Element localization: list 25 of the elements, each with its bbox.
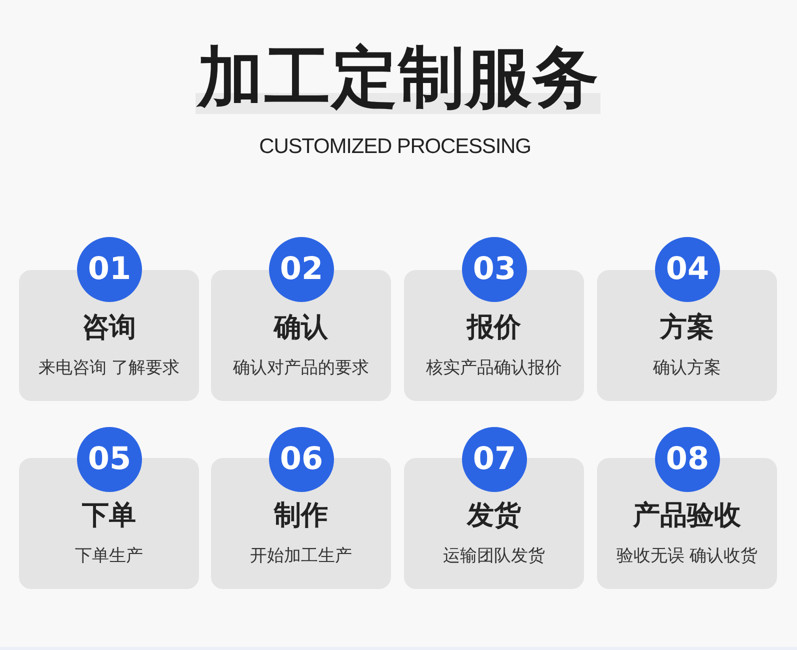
step-description: 运输团队发货 <box>443 545 545 567</box>
step-title: 报价 <box>467 312 521 344</box>
step-title: 下单 <box>82 500 136 532</box>
number-circle: 03 <box>462 237 527 302</box>
step-title: 方案 <box>660 312 714 344</box>
step-title: 确认 <box>274 312 328 344</box>
step-description: 核实产品确认报价 <box>426 357 562 379</box>
number-circle: 04 <box>655 237 720 302</box>
step-description: 来电咨询 了解要求 <box>38 357 180 379</box>
step-description: 开始加工生产 <box>250 545 352 567</box>
step-description: 下单生产 <box>75 545 143 567</box>
number-circle: 06 <box>269 427 334 492</box>
number-circle: 02 <box>269 237 334 302</box>
step-description: 确认对产品的要求 <box>233 357 369 379</box>
number-circle: 07 <box>462 427 527 492</box>
number-circle: 05 <box>77 427 142 492</box>
step-title: 咨询 <box>82 312 136 344</box>
number-circle: 08 <box>655 427 720 492</box>
step-description: 确认方案 <box>653 357 721 379</box>
step-title: 制作 <box>274 500 328 532</box>
number-circle: 01 <box>77 237 142 302</box>
step-description: 验收无误 确认收货 <box>616 545 758 567</box>
subtitle: CUSTOMIZED PROCESSING <box>259 135 531 159</box>
step-title: 发货 <box>467 500 521 532</box>
step-title: 产品验收 <box>633 500 741 532</box>
